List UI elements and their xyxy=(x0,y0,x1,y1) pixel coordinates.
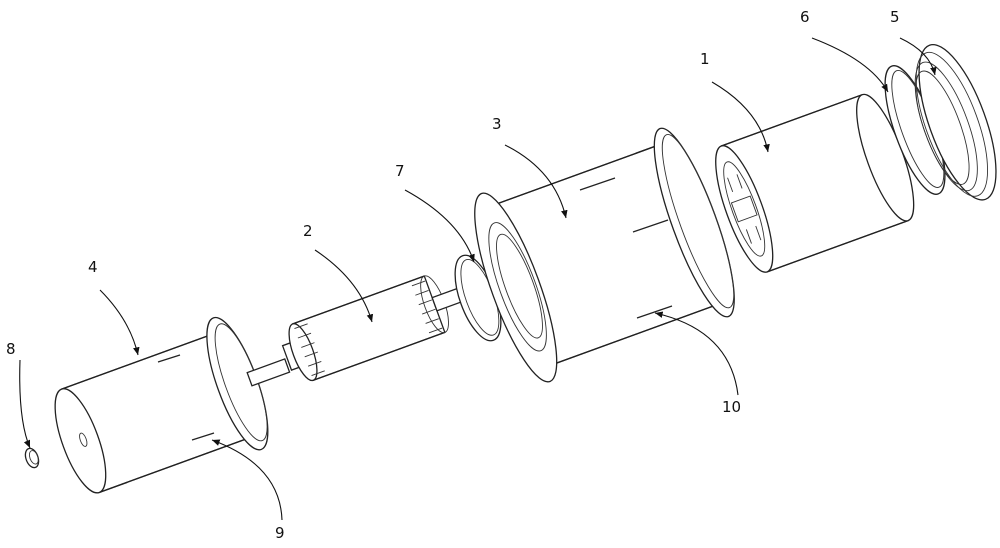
part-3-stator-housing xyxy=(459,121,749,390)
label-7: 7 xyxy=(395,162,405,180)
label-2: 2 xyxy=(303,222,313,240)
label-1: 1 xyxy=(700,50,710,68)
label-10: 10 xyxy=(722,398,741,416)
label-6: 6 xyxy=(800,8,810,26)
label-4: 4 xyxy=(88,258,98,276)
label-5: 5 xyxy=(890,8,900,26)
part-8-snap-ring xyxy=(23,447,41,470)
label-9: 9 xyxy=(275,524,285,542)
label-3: 3 xyxy=(492,115,502,133)
label-8: 8 xyxy=(6,340,16,358)
